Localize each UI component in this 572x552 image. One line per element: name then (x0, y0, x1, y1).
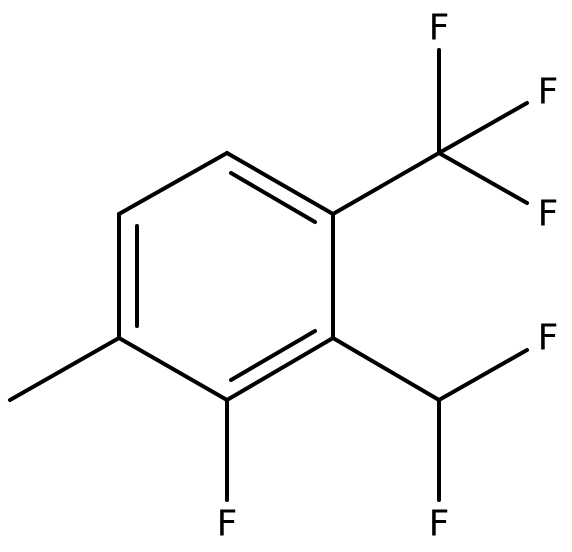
ring-bond-c3-c4-inner (229, 329, 317, 382)
benzene-ring (117, 151, 335, 402)
bond-ring-chf2-carbon (331, 336, 441, 402)
atom-f-chf2-top: F (538, 318, 559, 359)
atom-f-cf3-top: F (429, 8, 450, 49)
atom-f-ring: F (217, 504, 238, 545)
ring-bond-c1-c2-inner (229, 171, 317, 224)
ring-bond-c4-c5 (117, 336, 229, 402)
ring-bond-c3-c4 (225, 336, 335, 402)
bond-methyl (8, 336, 121, 402)
bond-cf3-f-low (437, 151, 529, 205)
bond-cf3-f-mid (437, 101, 529, 155)
atom-f-cf3-low: F (538, 194, 559, 235)
bond-chf2-f-top (437, 348, 529, 402)
ring-bond-c1-c2 (225, 151, 335, 216)
ring-bond-c6-c1 (117, 151, 229, 216)
atom-f-chf2-bottom: F (429, 504, 450, 545)
bond-ring-cf3-carbon (331, 151, 441, 216)
atom-f-cf3-mid: F (538, 72, 559, 113)
